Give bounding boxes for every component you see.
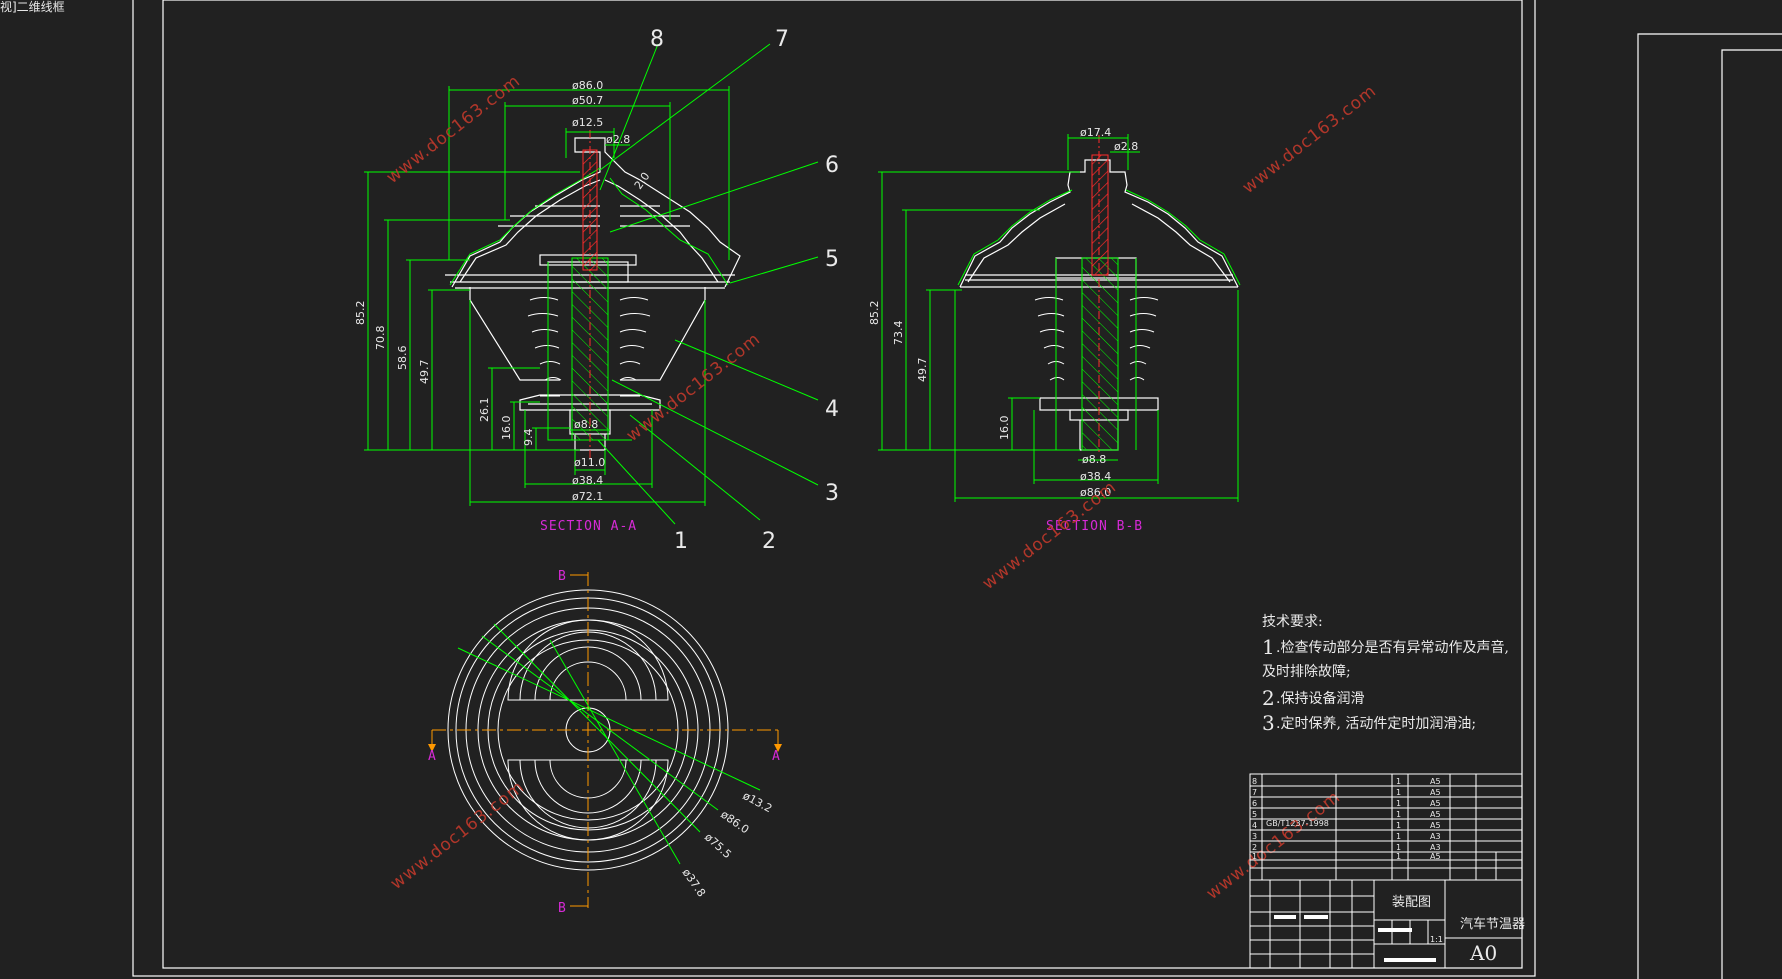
watermark: www.doc163.com — [383, 71, 525, 188]
title-block-part-name: 汽车节温器 — [1460, 916, 1525, 932]
dim-wall: 2.0 — [632, 170, 653, 192]
dim-h708: 70.8 — [374, 326, 387, 351]
plan-label-b-bottom: B — [558, 901, 567, 916]
callout-8: 8 — [650, 27, 664, 52]
bom-no-2: 2 — [1252, 843, 1257, 852]
bom-qty-7: 1 — [1396, 788, 1401, 797]
dim-d110: ø11.0 — [574, 456, 605, 469]
dim-d125: ø12.5 — [572, 116, 603, 129]
section-aa-title: SECTION A-A — [540, 519, 637, 534]
dim-h94: 9.4 — [522, 429, 535, 447]
callout-5: 5 — [825, 247, 839, 272]
plan-label-b-top: B — [558, 569, 567, 584]
dim-h497: 49.7 — [418, 360, 431, 385]
plan-dim-d132: ø13.2 — [741, 789, 775, 815]
tech-req-3-num: 3 — [1262, 711, 1275, 735]
bom-no-3: 3 — [1252, 832, 1257, 841]
bom-no-4: 4 — [1252, 821, 1257, 830]
bom-mat-1: A5 — [1430, 852, 1441, 861]
section-aa-view: ø86.0 ø50.7 ø12.5 ø2.8 2.0 85.2 70.8 58.… — [354, 27, 839, 554]
callout-3: 3 — [825, 481, 839, 506]
bom-no-8: 8 — [1252, 777, 1257, 786]
dim-h160: 16.0 — [500, 416, 513, 441]
bom-qty-1: 1 — [1396, 852, 1401, 861]
title-block: 8 7 6 5 4 3 2 1 1 1 1 1 1 1 1 1 A5 A5 A5… — [1249, 660, 1525, 969]
dim-d507: ø50.7 — [572, 94, 603, 107]
dim-bb-d384: ø38.4 — [1080, 470, 1111, 483]
dim-d384: ø38.4 — [572, 474, 603, 487]
bom-mat-3: A3 — [1430, 832, 1441, 841]
dim-bb-h160: 16.0 — [998, 416, 1011, 441]
callout-2: 2 — [762, 529, 776, 554]
watermark: www.doc163.com — [623, 329, 765, 446]
tech-req-2-num: 2 — [1262, 686, 1275, 710]
title-block-drawing-name: 装配图 — [1392, 895, 1431, 910]
bom-no-1: 1 — [1252, 852, 1257, 861]
drawing-frame — [132, 0, 1782, 979]
bom-no-6: 6 — [1252, 799, 1257, 808]
dim-bb-d174: ø17.4 — [1080, 126, 1111, 139]
callout-1: 1 — [674, 529, 688, 554]
bom-qty-3: 1 — [1396, 832, 1401, 841]
bom-no-5: 5 — [1252, 810, 1257, 819]
callout-4: 4 — [825, 397, 839, 422]
plan-view: B B A A ø13.2 ø86.0 ø75.5 ø37.8 — [428, 569, 782, 916]
callout-7: 7 — [775, 27, 789, 52]
title-block-sheet-size: A0 — [1469, 941, 1497, 965]
bom-qty-6: 1 — [1396, 799, 1401, 808]
dim-bb-h852: 85.2 — [868, 301, 881, 326]
bom-mat-8: A5 — [1430, 777, 1441, 786]
tech-req-3-text: .定时保养, 活动件定时加润滑油; — [1276, 715, 1476, 732]
plan-dim-d860: ø86.0 — [718, 808, 751, 837]
technical-requirements: 技术要求: 1 .检查传动部分是否有异常动作及声音, 及时排除故障; 2 .保持… — [1262, 614, 1509, 735]
watermark: www.doc163.com — [1203, 787, 1345, 904]
plan-label-a-right: A — [772, 749, 781, 764]
dim-d28: ø2.8 — [606, 133, 630, 146]
dim-bb-d28: ø2.8 — [1114, 140, 1138, 153]
bom-qty-2: 1 — [1396, 843, 1401, 852]
dim-bb-h734: 73.4 — [892, 321, 905, 346]
tech-req-1-text: .检查传动部分是否有异常动作及声音, — [1276, 639, 1509, 656]
section-bb-title: SECTION B-B — [1046, 519, 1143, 534]
bom-mat-4: A5 — [1430, 821, 1441, 830]
section-bb-view: ø17.4 ø2.8 85.2 73.4 49.7 16.0 ø8.8 ø38.… — [868, 126, 1241, 534]
dim-d721: ø72.1 — [572, 490, 603, 503]
dim-bb-d88: ø8.8 — [1082, 453, 1106, 466]
watermark: www.doc163.com — [1239, 81, 1381, 198]
plan-label-a-left: A — [428, 749, 437, 764]
bom-standard: GB/T1237-1998 — [1266, 819, 1329, 828]
callout-6: 6 — [825, 153, 839, 178]
bom-qty-8: 1 — [1396, 777, 1401, 786]
bom-no-7: 7 — [1252, 788, 1257, 797]
plan-dim-d755: ø75.5 — [702, 831, 734, 862]
tech-req-heading: 技术要求: — [1262, 614, 1323, 630]
bom-mat-6: A5 — [1430, 799, 1441, 808]
tech-req-2-text: .保持设备润滑 — [1276, 690, 1364, 707]
dim-h261: 26.1 — [478, 398, 491, 423]
tech-req-1b-text: 及时排除故障; — [1262, 664, 1351, 680]
dim-h852: 85.2 — [354, 301, 367, 326]
plan-dim-d378: ø37.8 — [680, 866, 709, 899]
watermark: www.doc163.com — [979, 477, 1121, 594]
bom-qty-5: 1 — [1396, 810, 1401, 819]
bom-mat-2: A3 — [1430, 843, 1441, 852]
dim-bb-h497: 49.7 — [916, 358, 929, 383]
watermark: www.doc163.com — [387, 777, 529, 894]
bom-mat-7: A5 — [1430, 788, 1441, 797]
tech-req-1-num: 1 — [1262, 635, 1275, 659]
dim-d88: ø8.8 — [574, 418, 598, 431]
viewport-label[interactable]: 视]二维线框 — [0, 0, 65, 14]
bom-qty-4: 1 — [1396, 821, 1401, 830]
dim-bb-d860: ø86.0 — [1080, 486, 1111, 499]
dim-d86: ø86.0 — [572, 79, 603, 92]
title-block-scale: 1:1 — [1430, 935, 1443, 944]
bom-mat-5: A5 — [1430, 810, 1441, 819]
dim-h586: 58.6 — [396, 346, 409, 371]
